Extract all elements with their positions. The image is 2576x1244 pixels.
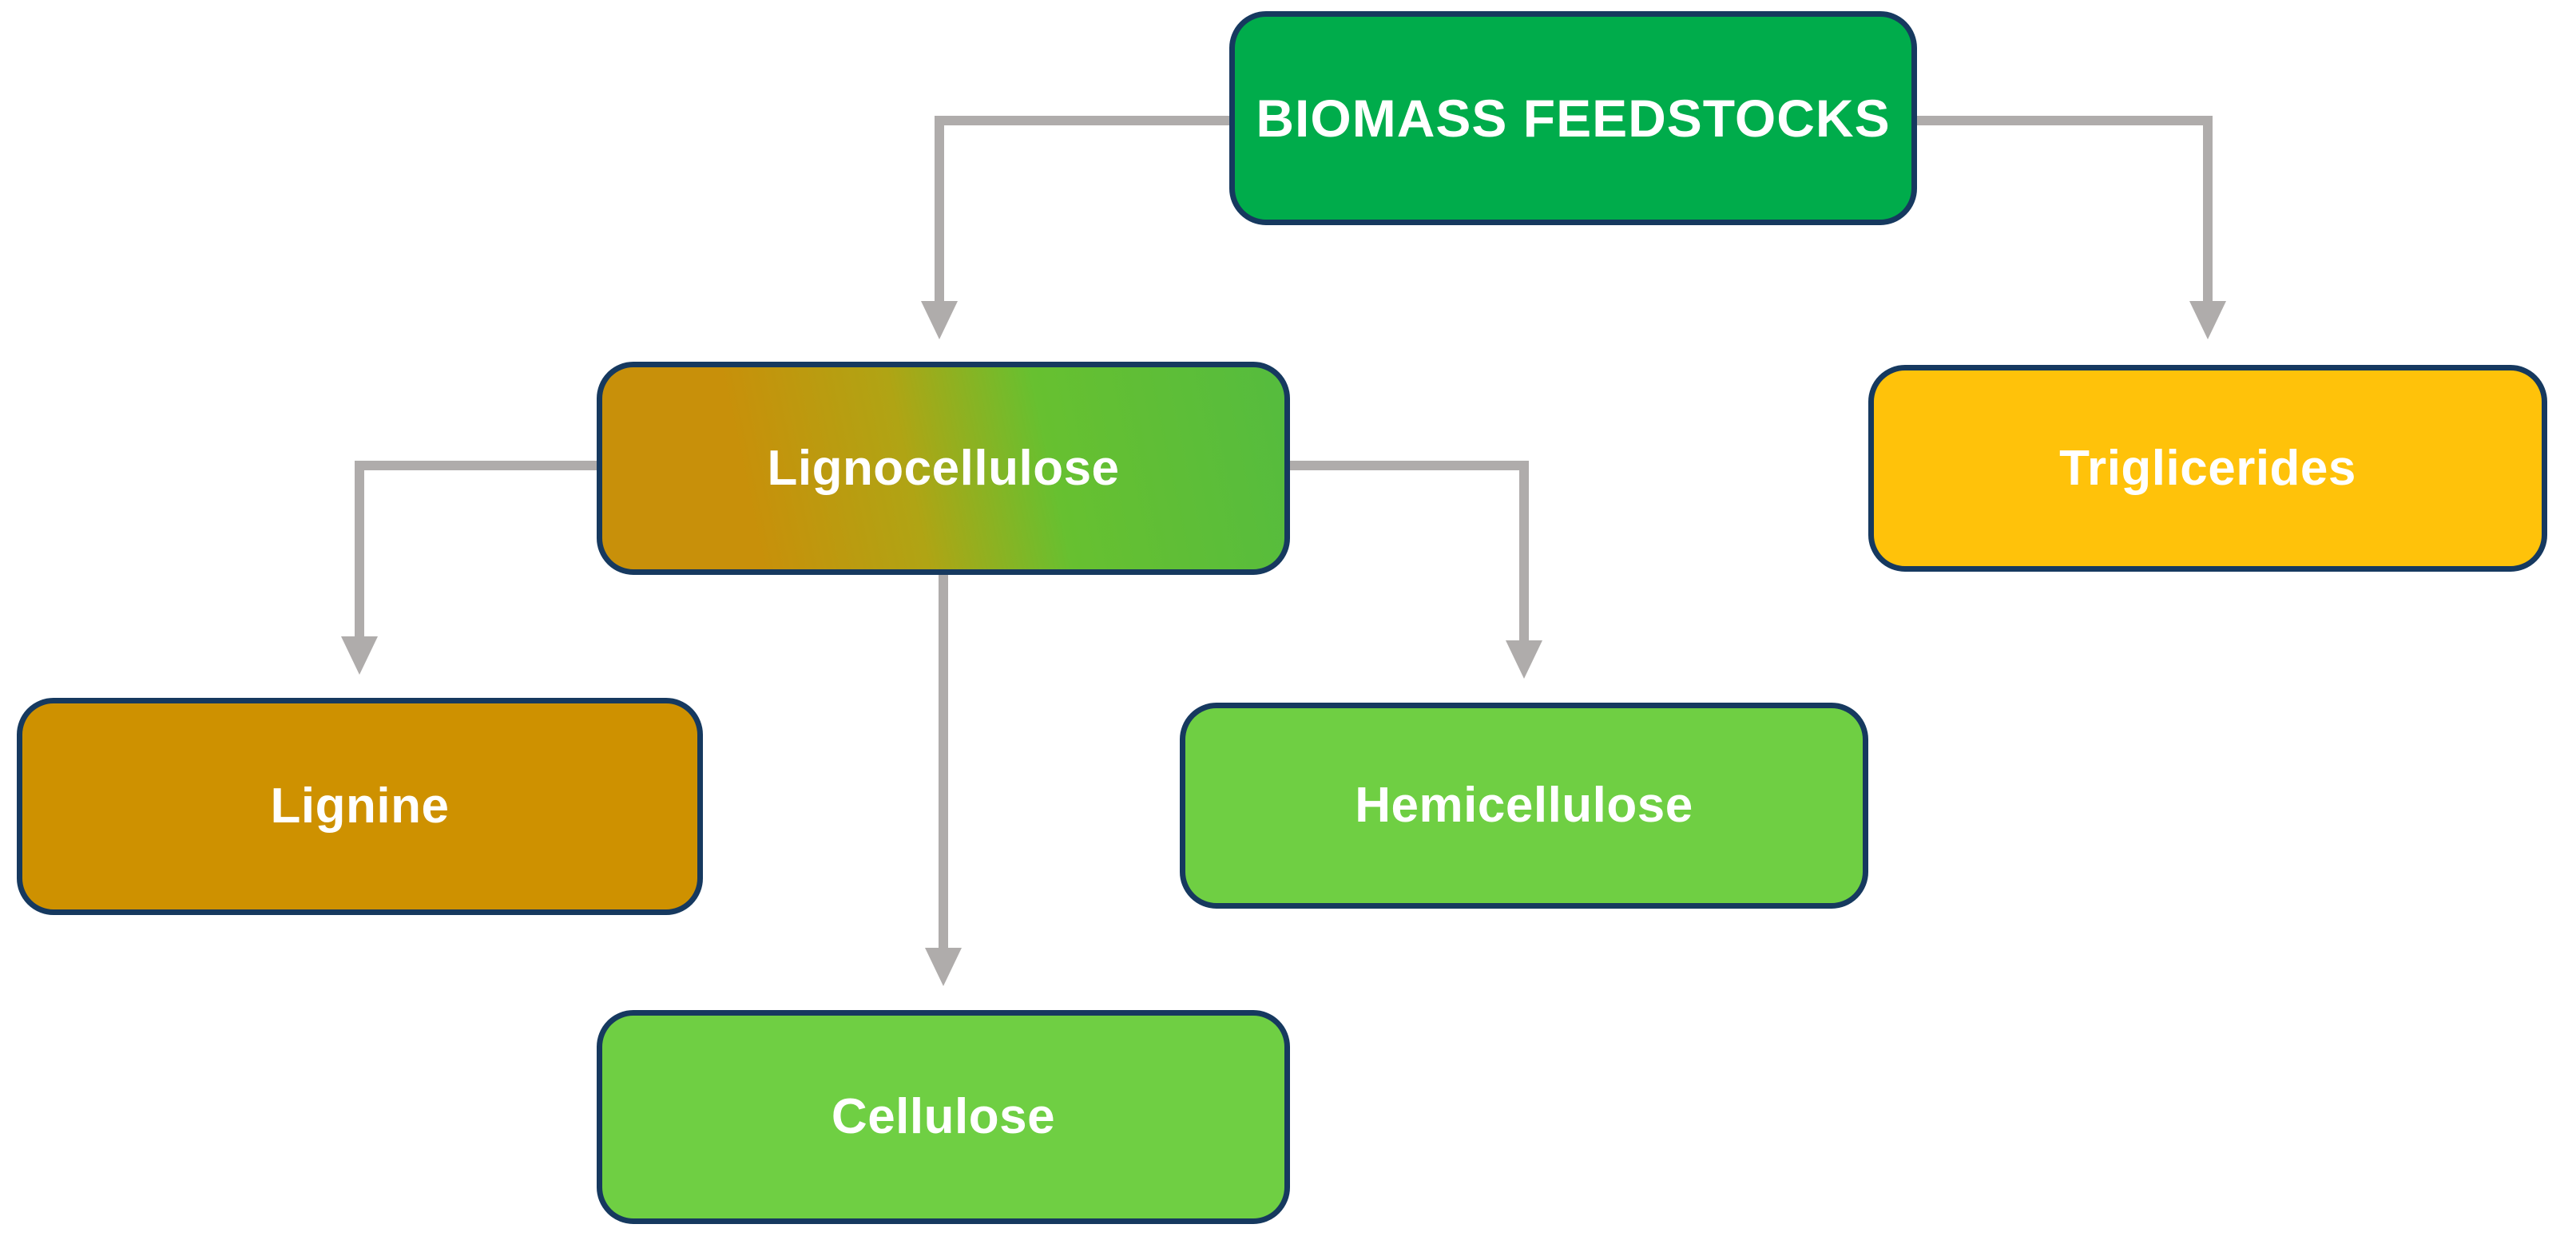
node-cellulose: Cellulose [597,1010,1290,1224]
node-biomass-feedstocks: BIOMASS FEEDSTOCKS [1229,11,1917,225]
node-lignocellulose: Lignocellulose [597,362,1290,575]
edge-lignocellulose-to-hemicellulose-vertical-segment [1519,461,1529,640]
edge-biomass-to-lignocellulose-horizontal-segment [939,116,1229,125]
edge-lignocellulose-to-lignine-vertical-segment [355,461,364,636]
edge-biomass-to-triglicerides-vertical-segment [2203,116,2213,301]
arrowhead-down-icon [341,636,378,675]
node-triglicerides: Triglicerides [1868,365,2547,572]
edge-lignocellulose-to-hemicellulose-horizontal-segment [1290,461,1524,470]
node-lignine-label: Lignine [270,778,450,834]
arrowhead-down-icon [925,948,962,986]
arrowhead-down-icon [921,301,958,339]
arrowhead-down-icon [2189,301,2226,339]
node-hemicellulose: Hemicellulose [1180,703,1868,909]
arrowhead-down-icon [1506,640,1542,679]
edge-lignocellulose-to-lignine-horizontal-segment [359,461,597,470]
edge-biomass-to-lignocellulose-vertical-segment [935,116,944,301]
edge-lignocellulose-to-cellulose-vertical-segment [939,575,948,948]
node-hemicellulose-label: Hemicellulose [1355,778,1693,833]
node-cellulose-label: Cellulose [831,1089,1056,1144]
node-triglicerides-label: Triglicerides [2059,440,2356,496]
node-lignine: Lignine [17,698,703,915]
node-lignocellulose-label: Lignocellulose [767,440,1120,496]
edge-biomass-to-triglicerides-horizontal-segment [1917,116,2208,125]
node-biomass-feedstocks-label: BIOMASS FEEDSTOCKS [1256,89,1891,148]
